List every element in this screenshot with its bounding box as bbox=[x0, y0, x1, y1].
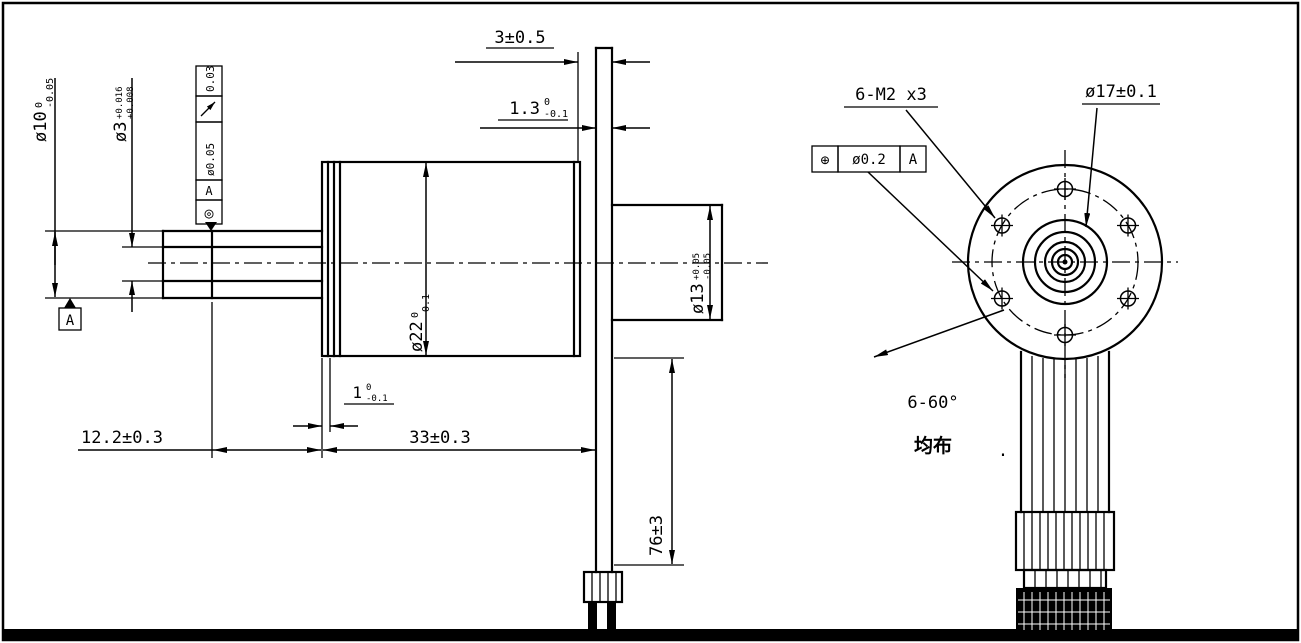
end-face-outline bbox=[966, 163, 1164, 361]
dim-body-dia-label: ø22 0 -0.1 bbox=[407, 294, 432, 352]
dim-plate-tol-bot: -0.1 bbox=[544, 109, 568, 120]
spacing-note-text: 均布 bbox=[914, 434, 952, 457]
dim-rear-dia-label: ø13 +0.05 -0.05 bbox=[688, 253, 713, 314]
dim-body-tol-top: 0 bbox=[410, 312, 421, 318]
end-connector bbox=[1014, 510, 1116, 632]
dim-shaft-ext-text: 12.2±0.3 bbox=[81, 428, 163, 448]
dim-gap-text: 3±0.5 bbox=[494, 28, 545, 48]
dim-rear-main: ø13 bbox=[688, 283, 708, 314]
pilot-dia-text: ø17±0.1 bbox=[1085, 82, 1157, 102]
dim-tip-dia-label: ø3 +0.016 +0.008 bbox=[111, 86, 136, 142]
dim-shaft-tol-top: 0 bbox=[34, 102, 45, 108]
dim-body-len-text: 33±0.3 bbox=[409, 428, 470, 448]
angle-note-text: 6-60° bbox=[907, 393, 958, 413]
dim-boss-tol-bot: -0.1 bbox=[366, 394, 388, 404]
dimension-lines bbox=[52, 59, 713, 564]
dim-wire-len-label: 76±3 bbox=[647, 515, 667, 556]
dim-plate-label: 1.3 0 -0.1 bbox=[498, 97, 568, 121]
end-view: 6-M2 x3 ⊕ ø0.2 A ø17±0.1 6-60° 均布 . bbox=[811, 82, 1178, 632]
bolt-holes bbox=[991, 178, 1139, 346]
gdt-leader-arrow-icon bbox=[205, 222, 217, 231]
dim-body-main: ø22 bbox=[407, 321, 427, 352]
holes-note-text: 6-M2 x3 bbox=[855, 85, 927, 105]
leader-lines bbox=[867, 107, 1098, 358]
pilot-dia-label: ø17±0.1 bbox=[1082, 82, 1160, 105]
dim-boss-label: 1 0 -0.1 bbox=[344, 383, 394, 405]
dim-plate-main: 1.3 bbox=[509, 99, 540, 119]
dim-plate-tol-top: 0 bbox=[544, 97, 550, 108]
runout-arrow-icon bbox=[200, 101, 216, 117]
dim-rear-tol-top: +0.05 bbox=[692, 253, 702, 280]
shaft-outline bbox=[161, 229, 324, 300]
gdt-position-frame: ⊕ ø0.2 A bbox=[811, 145, 927, 173]
datum-a-text: A bbox=[66, 313, 75, 329]
dim-tip-tol-top: +0.016 bbox=[115, 86, 125, 119]
datum-triangle-icon bbox=[64, 298, 76, 308]
gdt-runout-tol-text: ø0.05 bbox=[204, 143, 217, 176]
dim-wire-len-text: 76±3 bbox=[647, 515, 667, 556]
dim-tip-main: ø3 bbox=[111, 122, 131, 142]
dim-shaft-main: ø10 bbox=[31, 111, 51, 142]
dim-shaft-tol-bot: -0.05 bbox=[45, 78, 56, 108]
gdt-runout-datum-text: A bbox=[205, 184, 213, 198]
side-view: 3±0.5 1.3 0 -0.1 ø10 0 -0.05 ø3 +0.016 +… bbox=[31, 28, 768, 630]
dim-shaft-dia-label: ø10 0 -0.05 bbox=[31, 78, 56, 142]
ribbon-cable bbox=[1019, 350, 1111, 514]
motor-body-outline bbox=[320, 160, 582, 358]
holes-note-label: 6-M2 x3 bbox=[844, 85, 938, 108]
dim-rear-tol-bot: -0.05 bbox=[703, 253, 713, 280]
dim-gap-label: 3±0.5 bbox=[486, 28, 554, 49]
stray-dot-text: . bbox=[998, 441, 1008, 461]
gdt-circularity-text: 0.03 bbox=[204, 66, 217, 93]
dim-tip-tol-bot: +0.008 bbox=[126, 86, 136, 119]
position-datum-text: A bbox=[909, 152, 918, 168]
dim-body-tol-bot: -0.1 bbox=[421, 294, 432, 318]
rear-housing-outline bbox=[610, 203, 724, 322]
mounting-plate-outline bbox=[594, 46, 614, 574]
bottom-connector bbox=[582, 570, 624, 630]
extension-lines bbox=[45, 52, 684, 566]
gdt-frame-stack: 0.03 ø0.05 A ◎ bbox=[195, 65, 223, 231]
dim-boss-main: 1 bbox=[352, 383, 362, 402]
dim-boss-tol-top: 0 bbox=[366, 383, 371, 393]
position-tol-text: ø0.2 bbox=[852, 152, 886, 168]
position-symbol-icon: ⊕ bbox=[820, 151, 829, 169]
datum-a-flag: A bbox=[58, 298, 82, 331]
gdt-concentricity-icon: ◎ bbox=[204, 204, 213, 222]
